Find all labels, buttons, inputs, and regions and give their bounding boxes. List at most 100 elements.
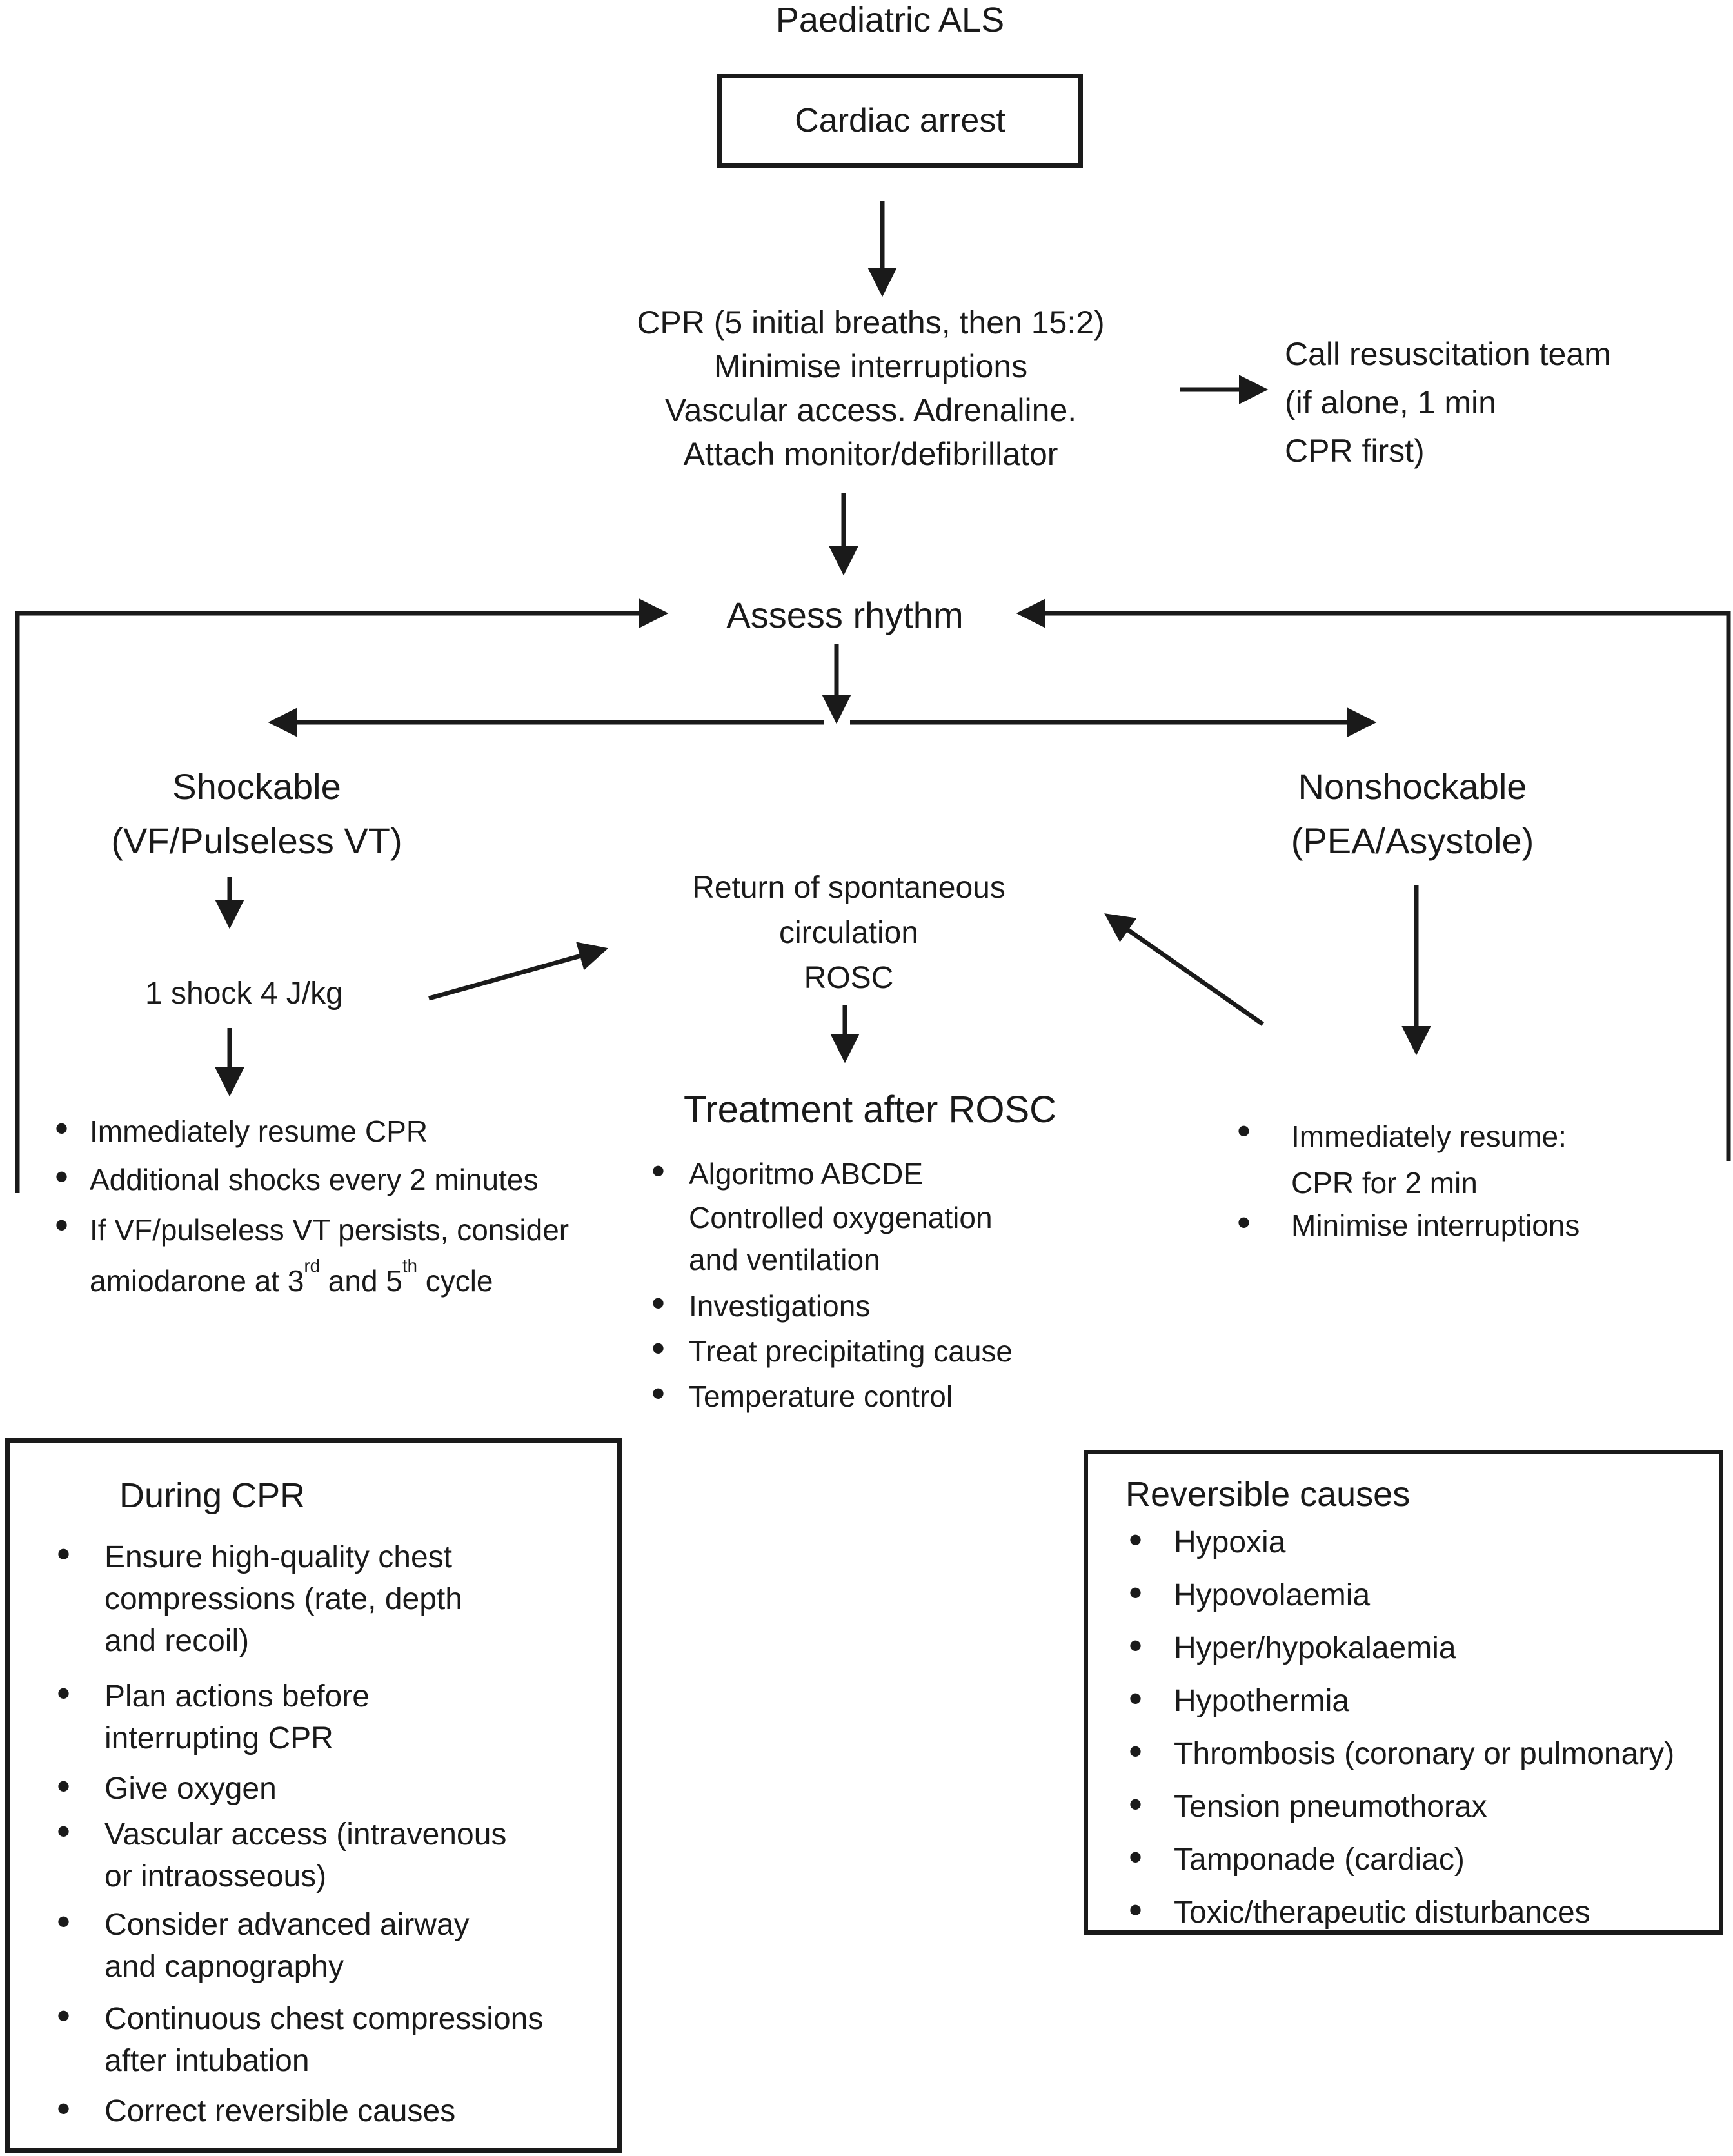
arrow-nonshock-to-rosc [1104, 913, 1265, 1026]
reversible-item-1: Hypoxia [1174, 1525, 1286, 1559]
rosc-bullet-2: Investigations [689, 1289, 871, 1323]
bullet-icon: • [57, 1765, 71, 1808]
bullet-icon: • [57, 1994, 71, 2037]
list-item: • Ensure high-quality chest compressions… [57, 1532, 462, 1662]
bullet-icon: • [651, 1281, 666, 1325]
list-item: • Hypothermia [1129, 1677, 1350, 1722]
bullet-icon: • [1129, 1677, 1143, 1720]
amiodarone-text: cycle [417, 1264, 493, 1298]
during-cpr-item-7: Correct reversible causes [104, 2094, 456, 2128]
bullet-icon: • [57, 1810, 71, 1853]
list-item: • Continuous chest compressions after in… [57, 1994, 544, 2082]
nonshockable-bullet-2: Minimise interruptions [1291, 1209, 1580, 1242]
reversible-item-7: Tamponade (cardiac) [1174, 1843, 1465, 1877]
nonshockable-branch-label: Nonshockable (PEA/Asystole) [1291, 766, 1534, 861]
cpr-instructions: CPR (5 initial breaths, then 15:2) Minim… [637, 304, 1105, 472]
bullet-icon: • [1129, 1730, 1143, 1773]
shockable-bullet-3-line1: If VF/pulseless VT persists, consider [90, 1213, 569, 1247]
during-cpr-item-6: Continuous chest compressions after intu… [104, 2002, 544, 2078]
bullet-icon: • [1237, 1201, 1251, 1244]
during-cpr-box [5, 1438, 622, 2153]
bullet-icon: • [57, 1532, 71, 1576]
treatment-after-rosc-header: Treatment after ROSC [684, 1089, 1057, 1131]
list-item: • Treat precipitating cause [651, 1327, 1013, 1372]
during-cpr-item-1: Ensure high-quality chest compressions (… [104, 1540, 462, 1658]
reversible-item-2: Hypovolaemia [1174, 1578, 1371, 1612]
bullet-icon: • [55, 1155, 69, 1198]
one-shock-label: 1 shock 4 J/kg [145, 976, 343, 1011]
amiodarone-text: and 5 [320, 1264, 402, 1298]
reversible-item-6: Tension pneumothorax [1174, 1790, 1487, 1824]
page-title: Paediatric ALS [775, 1, 1005, 39]
bullet-icon: • [1129, 1518, 1143, 1561]
bullet-icon: • [651, 1327, 666, 1370]
list-item: • Give oxygen [57, 1765, 277, 1810]
bullet-icon: • [651, 1149, 666, 1192]
list-item: • Thrombosis (coronary or pulmonary) [1129, 1730, 1675, 1775]
reversible-item-8: Toxic/therapeutic disturbances [1174, 1895, 1590, 1930]
shockable-branch-label: Shockable (VF/Pulseless VT) [111, 766, 402, 861]
bullet-icon: • [1129, 1783, 1143, 1826]
nonshockable-bullet-1: Immediately resume: CPR for 2 min [1291, 1120, 1567, 1200]
list-item: • Correct reversible causes [57, 2087, 456, 2132]
reversible-item-5: Thrombosis (coronary or pulmonary) [1174, 1737, 1675, 1771]
list-item: • Plan actions before interrupting CPR [57, 1672, 370, 1759]
amiodarone-text: amiodarone at 3 [90, 1264, 304, 1298]
list-item: • Additional shocks every 2 minutes [55, 1155, 539, 1200]
rosc-bullet-4: Temperature control [689, 1380, 953, 1413]
bullet-icon: • [55, 1203, 69, 1247]
list-item: • Tension pneumothorax [1129, 1783, 1487, 1828]
list-item: • If VF/pulseless VT persists, consider … [55, 1203, 569, 1303]
call-resuscitation-team: Call resuscitation team (if alone, 1 min… [1285, 336, 1611, 469]
during-cpr-item-4: Vascular access (intravenous or intraoss… [104, 1817, 507, 1894]
ordinal-superscript: th [402, 1256, 417, 1276]
list-item: • Temperature control [651, 1372, 953, 1417]
during-cpr-item-2: Plan actions before interrupting CPR [104, 1679, 370, 1755]
list-item: • Algoritmo ABCDE [651, 1149, 924, 1194]
list-item: • Tamponade (cardiac) [1129, 1835, 1465, 1881]
bullet-icon: • [57, 1672, 71, 1715]
assess-rhythm: Assess rhythm [726, 595, 964, 635]
during-cpr-title: During CPR [119, 1476, 306, 1515]
bullet-icon: • [55, 1107, 69, 1150]
during-cpr-item-5: Consider advanced airway and capnography [104, 1908, 470, 1984]
bullet-icon: • [1129, 1835, 1143, 1879]
bullet-icon: • [1129, 1624, 1143, 1667]
rosc-bullet-1: Algoritmo ABCDE [689, 1157, 924, 1191]
cardiac-arrest-box: Cardiac arrest [717, 74, 1083, 168]
loop-right-to-assess [1016, 598, 1731, 1161]
rosc-label: Return of spontaneous circulation ROSC [692, 871, 1005, 995]
list-item: • Hypovolaemia [1129, 1571, 1371, 1616]
list-item: • Minimise interruptions [1237, 1201, 1580, 1246]
reversible-item-3: Hyper/hypokalaemia [1174, 1631, 1456, 1665]
reversible-item-4: Hypothermia [1174, 1684, 1350, 1718]
list-item: • Hyper/hypokalaemia [1129, 1624, 1456, 1669]
bullet-icon: • [1129, 1571, 1143, 1614]
shockable-bullet-3: If VF/pulseless VT persists, consider am… [90, 1207, 569, 1303]
ordinal-superscript: rd [304, 1256, 320, 1276]
arrow-shock-to-rosc [428, 942, 609, 1001]
bullet-icon: • [1129, 1888, 1143, 1932]
rosc-bullet-3: Treat precipitating cause [689, 1334, 1013, 1368]
during-cpr-item-3: Give oxygen [104, 1772, 277, 1806]
list-item: • Hypoxia [1129, 1518, 1286, 1563]
shockable-bullet-2: Additional shocks every 2 minutes [90, 1163, 539, 1196]
shockable-bullet-1: Immediately resume CPR [90, 1114, 428, 1148]
cardiac-arrest-label: Cardiac arrest [795, 102, 1005, 139]
bullet-icon: • [57, 1900, 71, 1943]
list-item: • Toxic/therapeutic disturbances [1129, 1888, 1590, 1933]
list-item: • Immediately resume: CPR for 2 min [1237, 1109, 1567, 1206]
bullet-icon: • [57, 2087, 71, 2130]
list-item: • Immediately resume CPR [55, 1107, 428, 1152]
shockable-bullet-3-line2: amiodarone at 3rd and 5th cycle [90, 1256, 493, 1298]
loop-left-to-assess [15, 598, 669, 1193]
list-item: • Consider advanced airway and capnograp… [57, 1900, 470, 1988]
list-item: • Vascular access (intravenous or intrao… [57, 1810, 507, 1897]
bullet-icon: • [651, 1372, 666, 1415]
list-item: • Investigations [651, 1281, 871, 1327]
reversible-causes-title: Reversible causes [1125, 1475, 1411, 1514]
rosc-bullet-1-continuation: Controlled oxygenation and ventilation [689, 1201, 993, 1276]
bullet-icon: • [1237, 1109, 1251, 1152]
